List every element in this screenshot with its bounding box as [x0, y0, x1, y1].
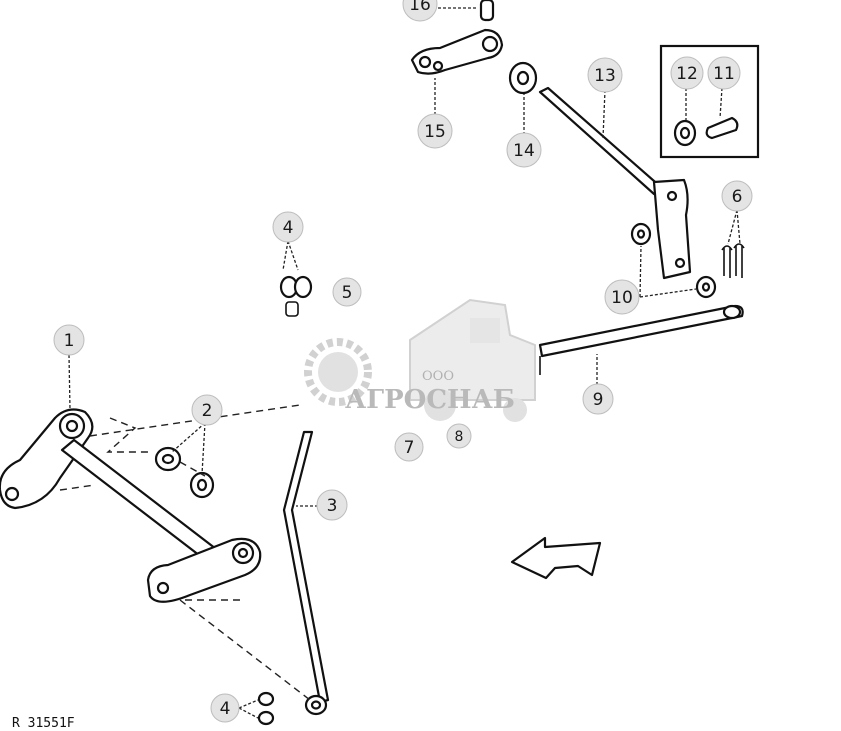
- svg-text:4: 4: [220, 699, 231, 719]
- svg-text:9: 9: [593, 390, 604, 410]
- inset-detail-box: [659, 44, 760, 159]
- part-10-washers: [630, 222, 717, 299]
- callout-13: 13: [587, 57, 623, 93]
- watermark-combine-icon: [409, 298, 536, 422]
- callout-14: 14: [506, 132, 542, 168]
- svg-text:2: 2: [202, 401, 213, 421]
- part-6-cotter-pins: [721, 243, 745, 278]
- part-15-lever: [410, 28, 504, 75]
- part-1-bellcrank: [0, 408, 262, 603]
- svg-text:11: 11: [713, 64, 735, 84]
- callout-1: 1: [53, 324, 85, 356]
- svg-text:6: 6: [732, 187, 743, 207]
- svg-text:15: 15: [424, 122, 446, 142]
- svg-text:10: 10: [611, 288, 633, 308]
- svg-text:13: 13: [594, 66, 616, 86]
- callout-2: 2: [191, 394, 223, 426]
- callout-9: 9: [582, 383, 614, 415]
- part-4-clips-lower: [257, 691, 275, 726]
- leader-lines: [68, 7, 741, 719]
- svg-text:14: 14: [513, 141, 535, 161]
- svg-text:7: 7: [404, 438, 415, 458]
- watermark-name: АГРОСНАБ: [345, 385, 515, 415]
- callout-16: 16: [402, 0, 438, 22]
- watermark-prefix: ООО: [422, 369, 454, 384]
- svg-text:8: 8: [455, 429, 464, 445]
- callout-4-lower: 4: [210, 693, 240, 723]
- svg-text:5: 5: [342, 283, 353, 303]
- watermark-gear-icon: [304, 338, 372, 406]
- callout-5: 5: [332, 277, 362, 307]
- watermark: ООО АГРОСНАБ: [304, 298, 536, 422]
- callout-6: 6: [721, 180, 753, 212]
- part-4-clips-upper: [279, 275, 313, 299]
- callout-4-upper: 4: [272, 211, 304, 243]
- callout-7: 7: [394, 432, 424, 462]
- part-3-link-rod: [282, 430, 330, 716]
- direction-arrow-icon: [510, 536, 602, 580]
- svg-text:12: 12: [676, 64, 698, 84]
- part-5-fastener: [285, 301, 299, 317]
- assembly-lines: [59, 404, 311, 701]
- callout-11: 11: [707, 56, 741, 90]
- callout-3: 3: [316, 489, 348, 521]
- svg-text:4: 4: [283, 218, 294, 238]
- part-9-rod: [538, 304, 744, 375]
- part-13-rod-plate: [538, 86, 692, 280]
- callout-8: 8: [446, 423, 472, 449]
- part-14-bushing: [508, 61, 538, 95]
- svg-text:16: 16: [409, 0, 431, 15]
- callout-12: 12: [670, 56, 704, 90]
- callout-15: 15: [417, 113, 453, 149]
- svg-text:3: 3: [327, 496, 338, 516]
- svg-text:1: 1: [64, 331, 75, 351]
- part-16-bolt: [479, 0, 495, 22]
- figure-reference: R 31551F: [12, 716, 75, 731]
- callout-10: 10: [604, 279, 640, 315]
- part-2-bushings: [154, 446, 215, 499]
